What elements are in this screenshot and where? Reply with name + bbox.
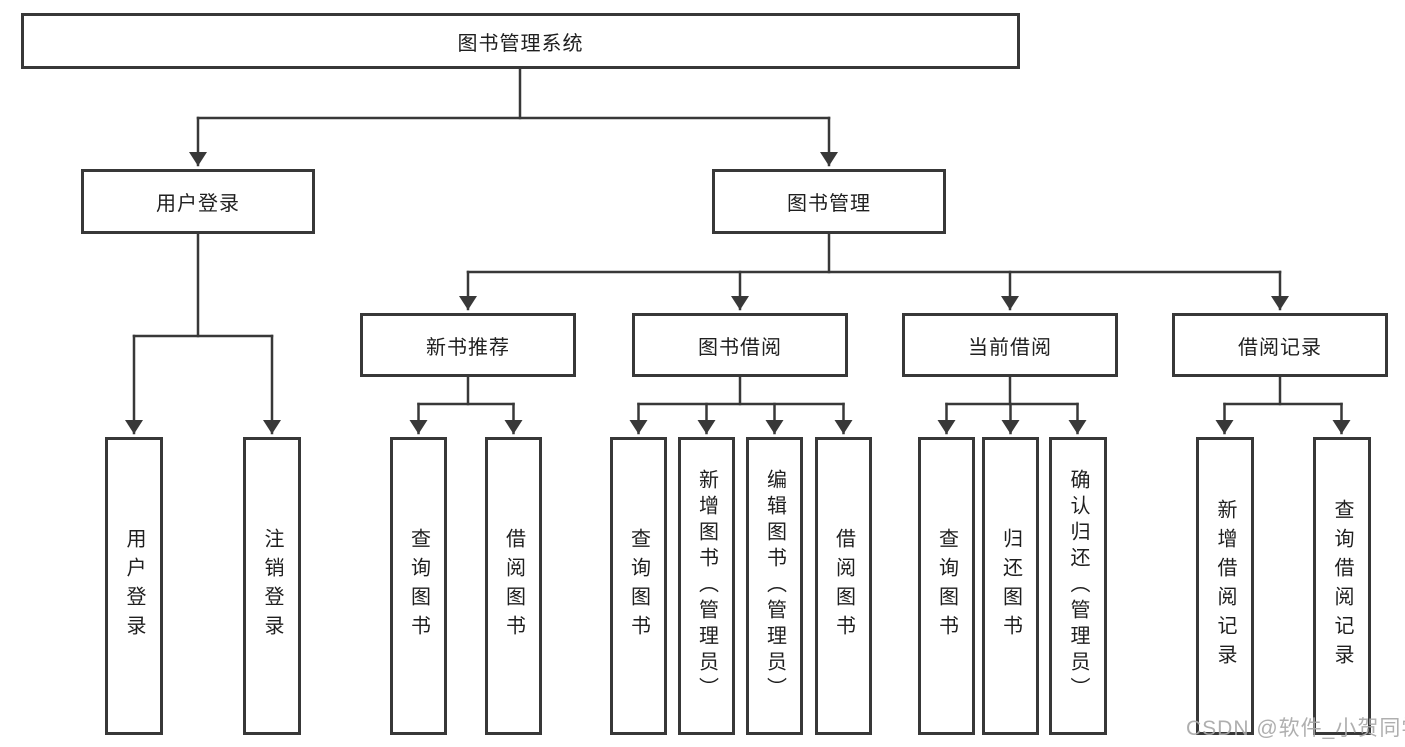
node-bb-query-books-label: 查询图书: [627, 528, 650, 644]
csdn-watermark: CSDN @软件_小贺同学: [1186, 717, 1405, 740]
node-br-query-record-label: 查询借阅记录: [1331, 499, 1353, 673]
node-br-query-record: 查询借阅记录: [1313, 437, 1371, 735]
node-cb-return-books-label: 归还图书: [999, 528, 1022, 644]
node-bb-add-books-admin: 新增图书（管理员）: [678, 437, 735, 735]
node-logout: 注销登录: [243, 437, 301, 735]
node-borrow-records-label: 借阅记录: [1238, 336, 1322, 359]
node-logout-label: 注销登录: [261, 528, 283, 644]
node-nb-borrow-books-label: 借阅图书: [502, 528, 525, 644]
node-book-management-label: 图书管理: [787, 193, 871, 215]
node-library-system: 图书管理系统: [21, 13, 1020, 69]
node-cb-confirm-return-admin-label: 确认归还（管理员）: [1067, 469, 1089, 703]
node-current-borrow: 当前借阅: [902, 313, 1118, 377]
node-book-management: 图书管理: [712, 169, 946, 234]
node-library-system-label: 图书管理系统: [457, 32, 584, 55]
node-br-add-record: 新增借阅记录: [1196, 437, 1254, 735]
node-cb-confirm-return-admin: 确认归还（管理员）: [1049, 437, 1107, 735]
node-bb-edit-books-admin: 编辑图书（管理员）: [746, 437, 803, 735]
node-nb-borrow-books: 借阅图书: [485, 437, 542, 735]
node-book-borrow: 图书借阅: [632, 313, 848, 377]
node-user-login-leaf-label: 用户登录: [123, 528, 145, 644]
node-bb-query-books: 查询图书: [610, 437, 667, 735]
node-bb-borrow-books: 借阅图书: [815, 437, 872, 735]
node-cb-query-books: 查询图书: [918, 437, 975, 735]
node-bb-add-books-admin-label: 新增图书（管理员）: [695, 469, 718, 703]
node-nb-query-books: 查询图书: [390, 437, 447, 735]
node-book-borrow-label: 图书借阅: [698, 336, 782, 359]
node-br-add-record-label: 新增借阅记录: [1214, 499, 1236, 673]
node-current-borrow-label: 当前借阅: [968, 336, 1052, 359]
node-nb-query-books-label: 查询图书: [407, 528, 430, 644]
node-bb-edit-books-admin-label: 编辑图书（管理员）: [763, 469, 786, 703]
node-cb-query-books-label: 查询图书: [935, 528, 958, 644]
node-bb-borrow-books-label: 借阅图书: [832, 528, 855, 644]
node-borrow-records: 借阅记录: [1172, 313, 1388, 377]
node-user-login-label: 用户登录: [156, 193, 240, 215]
node-cb-return-books: 归还图书: [982, 437, 1039, 735]
node-new-book-recommend-label: 新书推荐: [426, 336, 510, 359]
node-user-login: 用户登录: [81, 169, 315, 234]
node-new-book-recommend: 新书推荐: [360, 313, 576, 377]
node-user-login-leaf: 用户登录: [105, 437, 163, 735]
